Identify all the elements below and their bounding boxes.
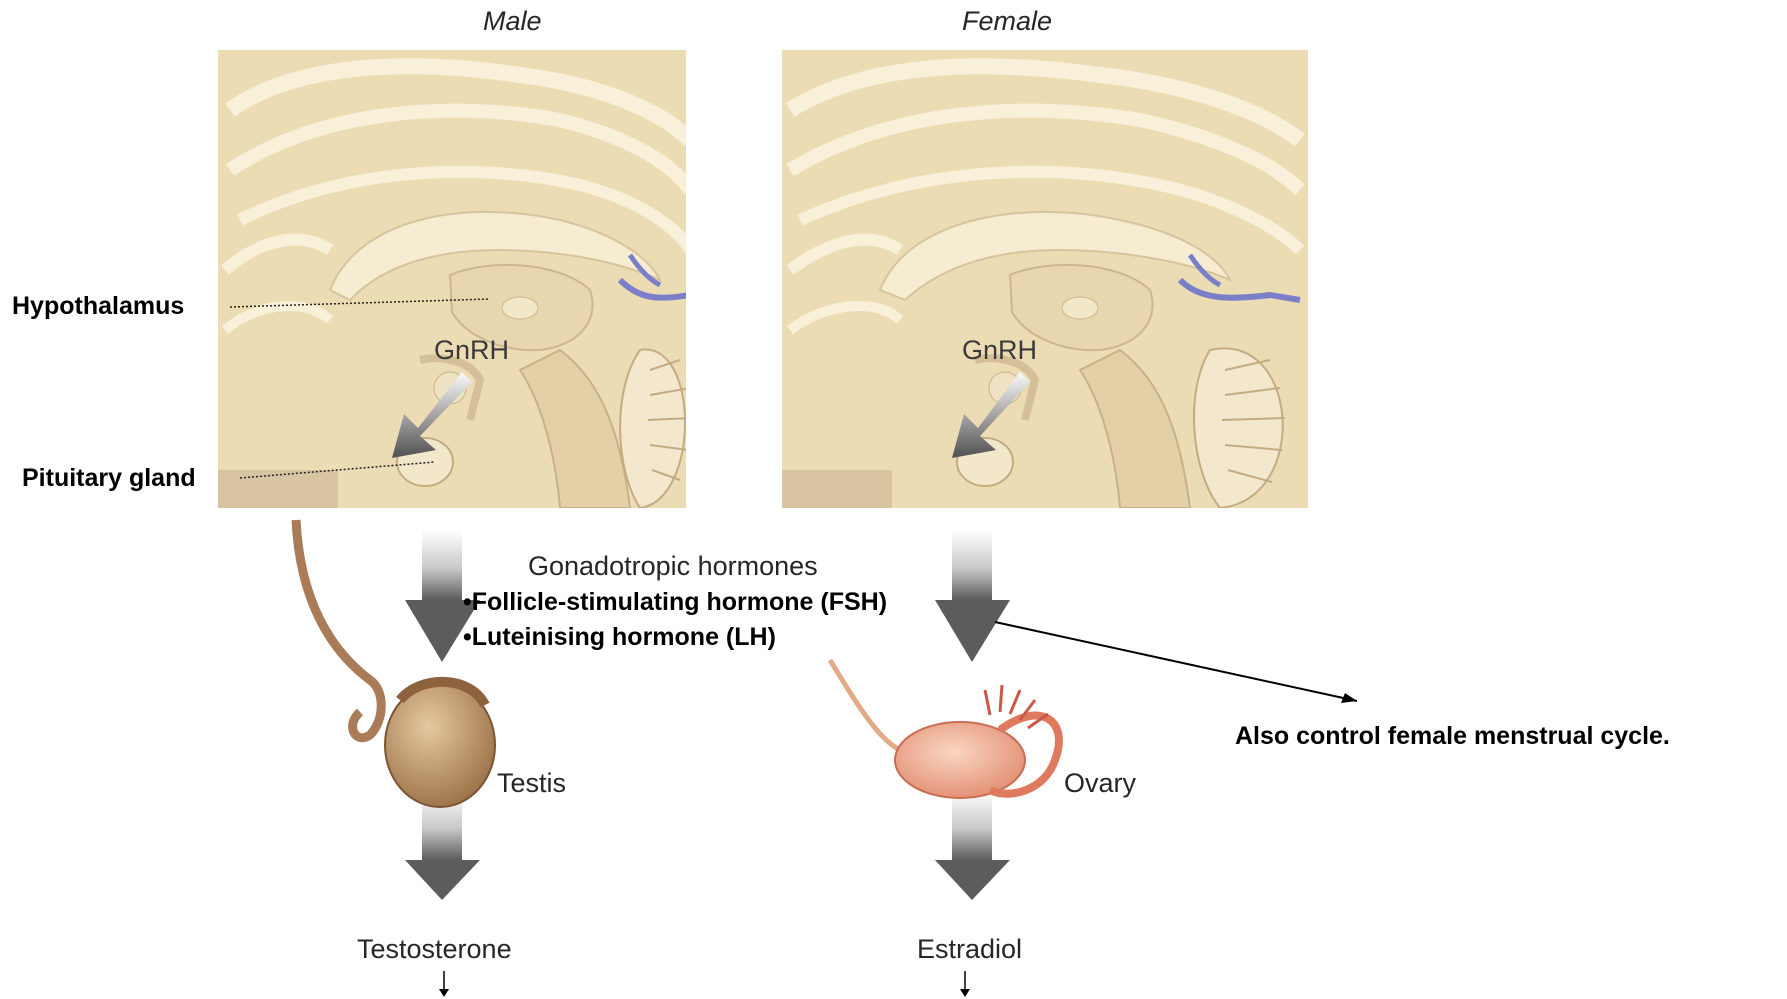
fsh-note-connector: [995, 622, 1357, 701]
fsh-note-arrowhead: [1341, 693, 1357, 703]
ovary-label: Ovary: [1064, 770, 1136, 797]
estradiol-output-arrow: [960, 971, 970, 997]
estradiol-label: Estradiol: [917, 936, 1022, 963]
male-brain-panel: [218, 50, 690, 508]
pituitary-gland-label: Pituitary gland: [22, 466, 196, 491]
testosterone-label: Testosterone: [357, 936, 512, 963]
fsh-label: •Follicle-stimulating hormone (FSH): [463, 590, 887, 615]
ovary-illustration: [830, 660, 1059, 798]
female-gnrh-label: GnRH: [962, 337, 1037, 364]
gonadotropic-hormones-label: Gonadotropic hormones: [528, 553, 818, 580]
hypothalamus-label: Hypothalamus: [12, 294, 184, 319]
male-label: Male: [483, 8, 542, 35]
testis-illustration: [296, 520, 495, 807]
lh-label: •Luteinising hormone (LH): [463, 625, 776, 650]
estradiol-arrow: [935, 790, 1010, 900]
female-brain-panel: [782, 50, 1308, 508]
male-gnrh-label: GnRH: [434, 337, 509, 364]
menstrual-cycle-note: Also control female menstrual cycle.: [1235, 724, 1670, 749]
female-gonadotropic-arrow: [935, 530, 1010, 662]
female-label: Female: [962, 8, 1052, 35]
testis-label: Testis: [497, 770, 566, 797]
testosterone-output-arrow: [439, 971, 449, 997]
